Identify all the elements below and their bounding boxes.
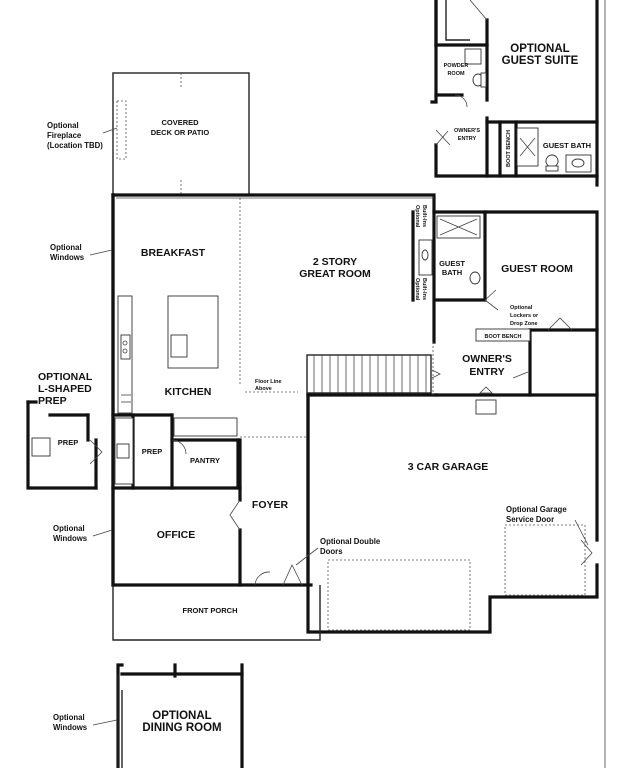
svg-text:Optional: Optional [414,278,420,301]
svg-text:Built-Ins: Built-Ins [421,278,427,300]
svg-text:Optional: Optional [510,305,533,311]
svg-text:PREP: PREP [38,395,67,407]
optional-guest-suite: OPTIONAL GUEST SUITE POWDER ROOM OWNER'S… [430,0,599,187]
svg-text:Optional: Optional [53,524,85,533]
boot-bench-label: BOOT BENCH [485,334,522,340]
svg-text:ENTRY: ENTRY [458,136,477,142]
guest-suite-label-2: GUEST SUITE [502,55,579,67]
svg-text:Optional: Optional [47,121,79,130]
svg-text:Optional: Optional [50,243,82,252]
garage-label: 3 CAR GARAGE [408,461,489,473]
front-porch-label: FRONT PORCH [183,606,238,615]
optional-prep: PREP [26,400,103,490]
svg-text:BOOT BENCH: BOOT BENCH [506,130,512,167]
breakfast-label: BREAKFAST [141,247,206,259]
fireplace-note: Optional Fireplace (Location TBD) [47,121,118,150]
foyer-label: FOYER [252,499,289,511]
owners-entry-label-2: ENTRY [469,366,504,378]
svg-text:POWDER: POWDER [444,63,469,69]
svg-text:Fireplace: Fireplace [47,131,82,140]
kitchen-fixtures [114,295,238,485]
svg-text:Lockers or: Lockers or [510,313,539,319]
owners-entry-label-1: OWNER'S [462,353,512,365]
svg-text:(Location TBD): (Location TBD) [47,141,103,150]
front-porch [112,585,321,641]
svg-text:Windows: Windows [53,723,88,732]
svg-text:Optional Garage: Optional Garage [506,505,567,514]
optional-dining-room: OPTIONAL DINING ROOM [116,663,244,768]
svg-text:Service Door: Service Door [506,515,554,524]
room-labels: BREAKFAST 2 STORY GREAT ROOM KITCHEN PRE… [141,247,573,615]
svg-text:Built-Ins: Built-Ins [421,205,427,227]
office-label: OFFICE [157,529,196,541]
stairs [306,354,441,394]
dining-label-2: DINING ROOM [142,722,221,734]
svg-text:Above: Above [255,386,272,392]
optional-prep-label: PREP [58,438,78,447]
svg-text:L-SHAPED: L-SHAPED [38,383,92,395]
dining-label-1: OPTIONAL [152,710,211,722]
main-house-walls [111,193,599,634]
svg-text:OPTIONAL: OPTIONAL [38,371,93,383]
svg-text:OWNER'S: OWNER'S [454,128,480,134]
great-room-label-2: GREAT ROOM [299,268,371,280]
svg-text:Optional: Optional [414,205,420,228]
kitchen-label: KITCHEN [165,386,212,398]
guest-suite-label-1: OPTIONAL [510,43,569,55]
guest-bath-label-2: BATH [442,268,462,277]
svg-text:Floor Line: Floor Line [255,379,282,385]
svg-text:Windows: Windows [53,534,88,543]
garage-doors [327,524,593,631]
pantry-label: PANTRY [190,456,220,465]
prep-label: PREP [142,447,162,456]
guest-bath-fixtures [418,215,573,415]
foyer-doors [229,499,303,586]
covered-deck: COVERED DECK OR PATIO [112,72,250,196]
guest-bath-label-1: GUEST [439,259,465,268]
deck-label-2: DECK OR PATIO [151,128,210,137]
deck-label-1: COVERED [161,118,199,127]
plan-notes: Optional Windows OPTIONAL L-SHAPED PREP … [38,205,589,732]
svg-text:Doors: Doors [320,547,343,556]
guest-room-label: GUEST ROOM [501,263,573,275]
svg-text:Windows: Windows [50,253,85,262]
svg-text:ROOM: ROOM [447,71,465,77]
svg-text:Drop Zone: Drop Zone [510,321,538,327]
svg-text:Optional Double: Optional Double [320,537,381,546]
svg-text:Optional: Optional [53,713,85,722]
svg-text:GUEST BATH: GUEST BATH [543,141,591,150]
great-room-label-1: 2 STORY [313,256,357,268]
